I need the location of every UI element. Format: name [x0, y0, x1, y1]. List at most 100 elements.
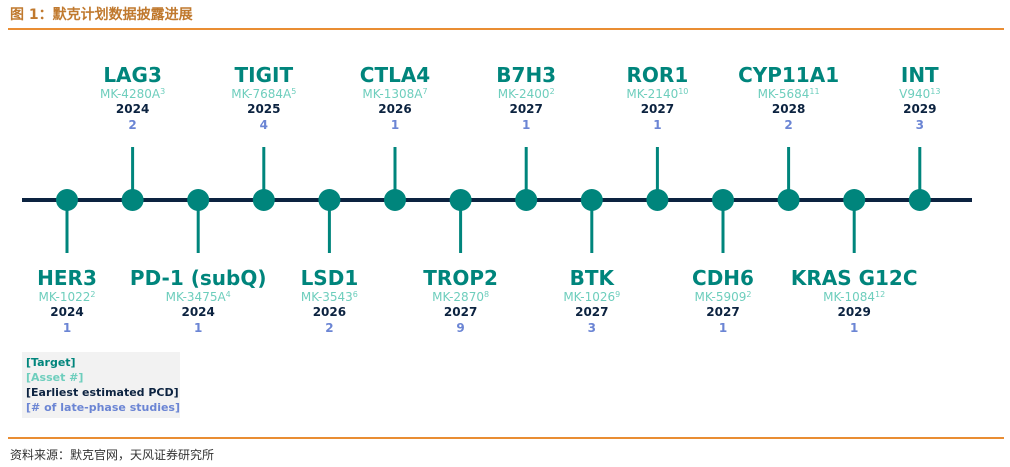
milestone-ref: 2 [90, 290, 95, 299]
milestone-year: 2026 [378, 102, 411, 116]
milestone-target: LAG3 [103, 63, 162, 87]
milestone-target: INT [901, 63, 939, 87]
milestone-studies: 1 [653, 118, 661, 132]
milestone-target: CTLA4 [360, 63, 430, 87]
milestone-year: 2028 [772, 102, 805, 116]
milestone-target: HER3 [37, 266, 97, 290]
milestone-node-btk [580, 189, 603, 211]
milestone-target: ROR1 [627, 63, 689, 87]
milestone-studies: 1 [194, 321, 202, 335]
milestone-asset: MK-24002 [498, 87, 555, 101]
milestone-year: 2024 [181, 305, 214, 319]
milestone-node-pd-1-subq [187, 189, 210, 211]
milestone-node-tigit [252, 189, 275, 211]
milestone-node-ror1 [646, 189, 669, 211]
milestone-studies: 2 [128, 118, 136, 132]
milestone-ref: 2 [550, 87, 555, 96]
milestone-year: 2024 [50, 305, 83, 319]
milestone-node-int [908, 189, 931, 211]
milestone-ref: 8 [484, 290, 489, 299]
milestone-studies: 3 [588, 321, 596, 335]
milestone-ref: 2 [746, 290, 751, 299]
milestone-asset: MK-10222 [39, 290, 96, 304]
milestone-node-lsd1 [318, 189, 341, 211]
milestone-studies: 1 [719, 321, 727, 335]
milestone-target: TIGIT [235, 63, 294, 87]
milestone-ref: 11 [809, 87, 819, 96]
milestone-ref: 7 [422, 87, 427, 96]
timeline-diagram: HER3MK-1022220241LAG3MK-4280A320242PD-1 … [22, 63, 972, 335]
milestone-asset: MK-1308A7 [362, 87, 427, 101]
milestone-studies: 1 [391, 118, 399, 132]
milestone-year: 2029 [837, 305, 870, 319]
milestone-ref: 4 [226, 290, 231, 299]
milestone-target: BTK [570, 266, 616, 290]
milestone-ref: 5 [291, 87, 296, 96]
milestone-asset: MK-10269 [563, 290, 620, 304]
legend-studies: [# of late-phase studies] [26, 401, 181, 414]
milestone-year: 2026 [313, 305, 346, 319]
milestone-studies: 1 [850, 321, 858, 335]
milestone-asset: MK-28708 [432, 290, 489, 304]
milestone-ref: 13 [930, 87, 940, 96]
bottom-divider [8, 437, 1004, 439]
milestone-studies: 3 [916, 118, 924, 132]
milestone-studies: 2 [784, 118, 792, 132]
milestone-node-trop2 [449, 189, 472, 211]
milestone-target: KRAS G12C [791, 266, 918, 290]
milestone-asset: MK-214010 [626, 87, 688, 101]
milestone-asset: MK-7684A5 [231, 87, 296, 101]
milestone-target: CYP11A1 [738, 63, 839, 87]
milestone-ref: 10 [678, 87, 688, 96]
milestone-year: 2024 [116, 102, 149, 116]
legend-pcd: [Earliest estimated PCD] [26, 386, 179, 399]
milestone-studies: 1 [63, 321, 71, 335]
milestone-node-cyp11a1 [777, 189, 800, 211]
milestone-asset: MK-568411 [758, 87, 820, 101]
milestone-year: 2027 [575, 305, 608, 319]
milestone-studies: 2 [325, 321, 333, 335]
milestone-node-ctla4 [384, 189, 406, 211]
milestone-target: CDH6 [692, 266, 754, 290]
milestone-studies: 9 [456, 321, 464, 335]
milestone-year: 2025 [247, 102, 280, 116]
milestone-node-lag3 [121, 189, 144, 211]
legend-target: [Target] [26, 356, 76, 369]
milestone-studies: 1 [522, 118, 530, 132]
milestone-asset: MK-4280A3 [100, 87, 165, 101]
milestone-target: PD-1 (subQ) [130, 266, 267, 290]
milestone-node-kras-g12c [843, 189, 866, 211]
milestone-year: 2027 [706, 305, 739, 319]
legend-box: [Target] [Asset #] [Earliest estimated P… [22, 352, 180, 418]
milestone-studies: 4 [260, 118, 268, 132]
milestone-target: B7H3 [496, 63, 556, 87]
legend-asset: [Asset #] [26, 371, 84, 384]
milestone-asset: MK-59092 [695, 290, 752, 304]
top-divider [8, 28, 1004, 30]
milestone-ref: 3 [160, 87, 165, 96]
milestone-asset: MK-3475A4 [166, 290, 231, 304]
milestone-year: 2027 [444, 305, 477, 319]
milestone-node-b7h3 [515, 189, 538, 211]
milestone-node-cdh6 [712, 189, 734, 211]
source-note: 资料来源：默克官网，天风证券研究所 [10, 448, 215, 462]
figure-title: 图 1：默克计划数据披露进展 [10, 7, 193, 23]
milestone-target: TROP2 [423, 266, 498, 290]
milestone-ref: 12 [875, 290, 885, 299]
milestone-target: LSD1 [301, 266, 359, 290]
milestone-asset: MK-108412 [823, 290, 885, 304]
